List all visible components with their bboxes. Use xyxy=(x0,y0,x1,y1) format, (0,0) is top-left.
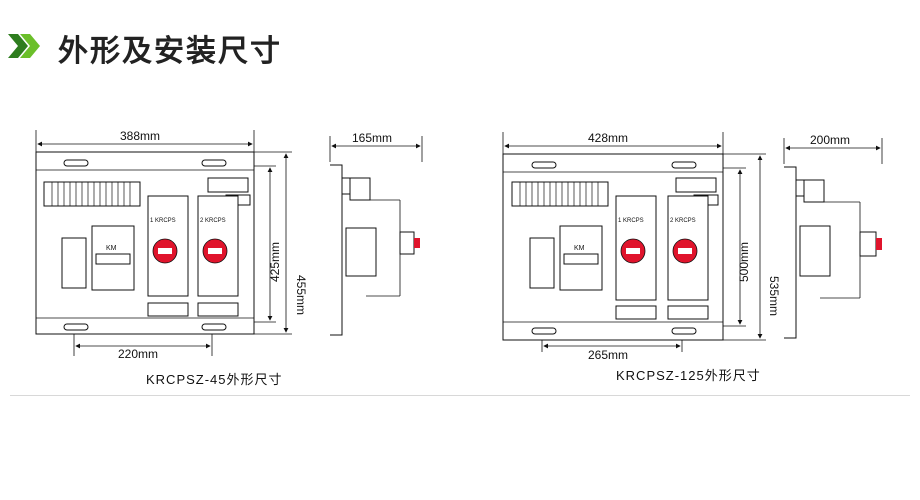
outer-height-dimension-label: 535mm xyxy=(767,276,781,316)
inner-height-dimension-label: 425mm xyxy=(268,242,282,282)
mount-width-dimension-label: 220mm xyxy=(118,347,158,361)
depth-dimension-label: 200mm xyxy=(810,133,850,147)
module-2-label: 2 KRCPS xyxy=(200,218,226,224)
depth-dimension-label: 165mm xyxy=(352,131,392,145)
section-header: 外形及安装尺寸 xyxy=(0,22,920,72)
module-2-label: 2 KRCPS xyxy=(670,218,696,224)
section-divider xyxy=(10,395,910,396)
caption-krcpsz-125: KRCPSZ-125外形尺寸 xyxy=(616,368,761,383)
section-title: 外形及安装尺寸 xyxy=(58,34,282,69)
chevron-right-icon xyxy=(8,34,40,58)
width-dimension-label: 428mm xyxy=(588,131,628,145)
width-dimension-label: 388mm xyxy=(120,129,160,143)
module-1-label: 1 KRCPS xyxy=(150,218,176,224)
mount-width-dimension-label: 265mm xyxy=(588,348,628,362)
outer-height-dimension-label: 455mm xyxy=(294,275,308,315)
km-label: KM xyxy=(574,245,585,252)
inner-height-dimension-label: 500mm xyxy=(737,242,751,282)
drawing-krcpsz-45: 388mm KM 1 KRCPS xyxy=(35,129,423,361)
km-label: KM xyxy=(106,245,117,252)
drawing-krcpsz-125: 428mm KM 1 KRCPS 2 KRCPS xyxy=(502,131,883,362)
caption-krcpsz-45: KRCPSZ-45外形尺寸 xyxy=(146,372,283,387)
module-1-label: 1 KRCPS xyxy=(618,218,644,224)
